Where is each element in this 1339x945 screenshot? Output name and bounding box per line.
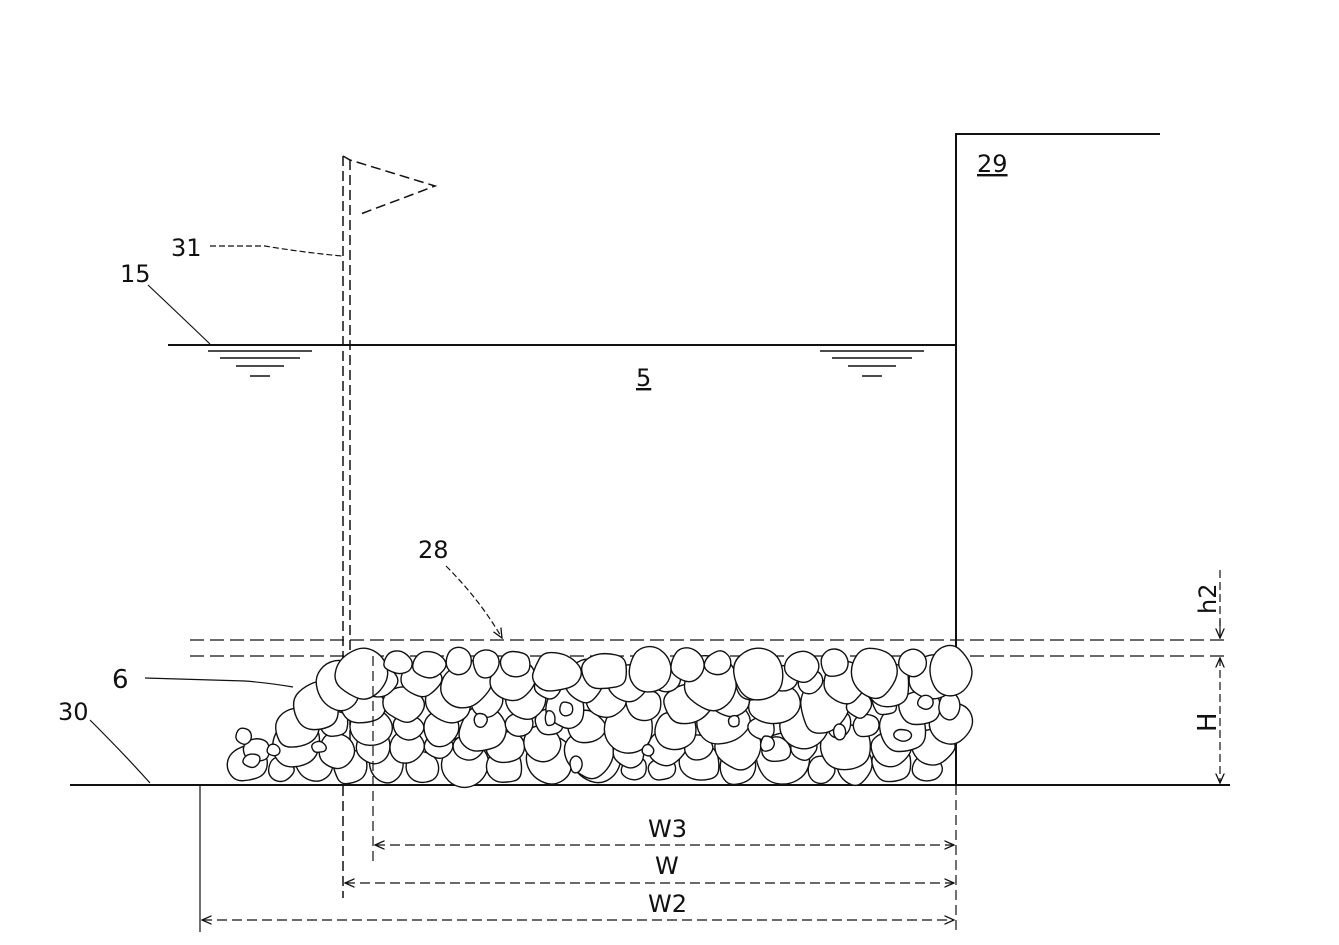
rubble-stone [569, 755, 583, 774]
rubble-stone [727, 714, 740, 728]
rubble-stone [334, 647, 389, 700]
dimension-W2 [199, 785, 957, 932]
quay-wall [955, 133, 1160, 785]
rubble-stone [559, 701, 574, 717]
label-29: 29 [977, 150, 1008, 178]
label-31: 31 [171, 234, 202, 262]
rubble-stone [445, 646, 473, 676]
rubble-stone [531, 651, 583, 692]
leader-30 [89, 719, 151, 784]
rubble-stone [580, 652, 628, 690]
rubble-stone [499, 650, 531, 678]
rubble-stone [732, 647, 784, 701]
label-H: H [1193, 712, 1223, 732]
rubble-stone [311, 740, 327, 754]
rubble-stone [641, 743, 655, 757]
rubble-stone [783, 650, 820, 684]
rubble-stone [916, 694, 934, 711]
rubble-stone [473, 712, 488, 729]
water-level-symbol-left [208, 350, 312, 377]
leader-15 [147, 284, 211, 345]
rubble-mound-6 [226, 644, 974, 789]
rubble-stone [383, 650, 413, 675]
water-level-symbol-right [820, 350, 924, 377]
dimension-W3 [372, 656, 954, 862]
label-15: 15 [120, 260, 151, 288]
label-28: 28 [418, 536, 449, 564]
leader-6 [144, 677, 294, 688]
label-W: W [655, 852, 679, 880]
rubble-stone [670, 647, 705, 683]
rubble-stone [235, 727, 253, 745]
rubble-stone [703, 650, 732, 676]
rubble-stone [832, 723, 847, 741]
rubble-stone [820, 648, 849, 678]
rubble-stone [628, 645, 672, 693]
leader-31 [210, 245, 343, 257]
rubble-stone [759, 735, 775, 752]
rubble-stone [242, 753, 261, 769]
rubble-stone [850, 647, 898, 700]
rubble-stone [897, 648, 928, 678]
label-W2: W2 [648, 890, 687, 918]
rubble-stone [266, 743, 281, 757]
label-30: 30 [58, 698, 89, 726]
rubble-stone [411, 650, 447, 679]
leader-28 [445, 565, 502, 638]
label-6: 6 [112, 665, 129, 695]
rubble-stone [852, 713, 880, 738]
rubble-stone [893, 728, 913, 742]
rubble-stone [544, 709, 556, 727]
flag-pole-31 [342, 155, 438, 898]
rubble-stone [472, 649, 500, 679]
label-W3: W3 [648, 815, 687, 843]
rubble-stone [929, 644, 973, 697]
label-5: 5 [636, 364, 651, 392]
label-h2: h2 [1194, 584, 1222, 614]
